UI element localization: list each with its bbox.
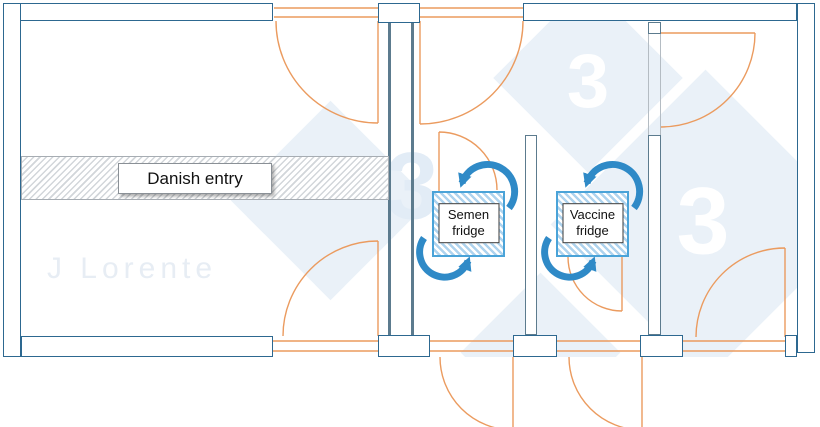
door-swing: [439, 356, 514, 427]
watermark-numeral: 3: [566, 39, 610, 124]
watermark-author: J Lorente: [46, 252, 218, 285]
wall-partition-1: [388, 23, 391, 335]
door-threshold: [430, 340, 513, 352]
wall-bottom-pillar-2: [513, 335, 557, 357]
wall-partition-1: [411, 23, 414, 335]
wall-top-right: [523, 3, 797, 21]
door-swing: [660, 32, 756, 128]
circulation-arrow-icon: [583, 161, 644, 211]
wall-bottom-pillar-3: [640, 335, 683, 357]
watermark-numeral: 3: [676, 168, 730, 275]
wall-partition-2: [525, 135, 537, 335]
vaccine-fridge-label-line1: Vaccine: [569, 207, 616, 223]
semen-fridge-label: Semen fridge: [438, 203, 499, 244]
door-swing: [568, 356, 643, 427]
door-swing: [282, 240, 379, 337]
danish-entry-label: Danish entry: [118, 163, 272, 194]
door-swing: [275, 20, 379, 124]
wall-bottom-left: [21, 336, 273, 357]
door-threshold: [273, 340, 378, 352]
vaccine-fridge-label: Vaccine fridge: [562, 203, 623, 244]
door-opening-frame: [648, 34, 661, 135]
vaccine-fridge: Vaccine fridge: [556, 191, 629, 257]
fridge-door-swing: [567, 256, 623, 312]
door-threshold: [683, 340, 785, 352]
circulation-arrow-icon: [416, 236, 472, 281]
wall-left: [3, 3, 21, 357]
wall-right: [797, 3, 815, 353]
wall-partition-3-stub: [648, 22, 661, 34]
door-threshold: [420, 7, 523, 18]
door-threshold: [557, 340, 642, 352]
door-threshold: [274, 7, 378, 18]
wall-bottom-pillar-1: [378, 335, 430, 357]
watermark-layer: 3 3 3 J Lorente: [3, 3, 815, 357]
wall-top-pillar: [378, 3, 420, 23]
semen-fridge: Semen fridge: [432, 191, 505, 257]
semen-fridge-label-line1: Semen: [447, 207, 490, 223]
wall-bottom-pillar-4: [785, 335, 797, 357]
circulation-arrow-icon: [541, 236, 597, 281]
circulation-arrow-icon: [458, 161, 519, 211]
door-swing: [695, 247, 786, 338]
semen-fridge-label-line2: fridge: [452, 223, 485, 239]
door-swing: [419, 20, 524, 125]
vaccine-fridge-label-line2: fridge: [576, 223, 609, 239]
wall-partition-3: [648, 135, 661, 335]
fridge-door-swing: [438, 131, 498, 191]
